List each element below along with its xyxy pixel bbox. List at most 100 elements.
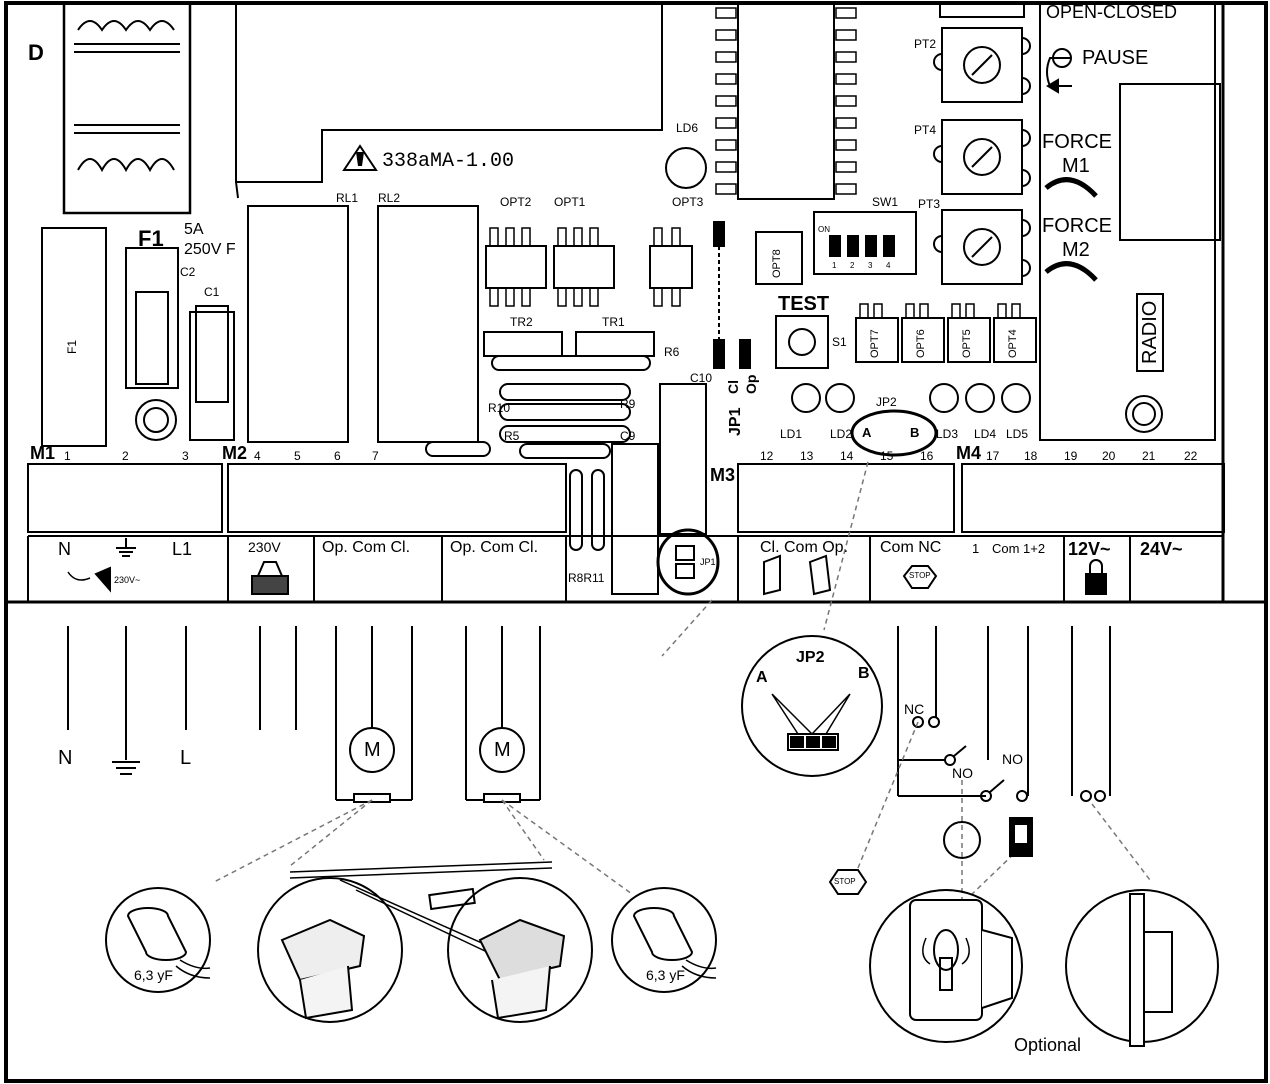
label-s1: S1: [832, 335, 847, 349]
label-pt4: PT4: [914, 123, 937, 137]
mode-force-m2-b: M2: [1062, 239, 1090, 261]
terminal-16: 16: [920, 449, 934, 463]
contact-no1: NO: [952, 765, 973, 781]
label-com12: Com 1+2: [992, 541, 1046, 556]
terminal-22: 22: [1184, 449, 1198, 463]
label-opt6: OPT6: [915, 329, 927, 358]
label-com-nc: Com NC: [880, 539, 942, 556]
label-opt3: OPT3: [672, 195, 704, 209]
radio-label: RADIO: [1136, 292, 1164, 372]
terminal-3: 3: [182, 449, 189, 463]
terminal-19: 19: [1064, 449, 1078, 463]
sw-num-3: 3: [868, 261, 873, 270]
label-c10: C10: [690, 371, 713, 385]
label-r8r11: R8R11: [568, 571, 605, 585]
panel-letter: D: [28, 40, 44, 65]
label-n: N: [58, 539, 71, 559]
label-stop-board: STOP: [909, 571, 931, 580]
label-ld6: LD6: [676, 121, 699, 135]
label-24v: 24V~: [1140, 539, 1183, 559]
capacitor-left: 6,3 yF: [134, 967, 173, 983]
mode-force-m1-a: FORCE: [1042, 131, 1112, 153]
terminal-21: 21: [1142, 449, 1156, 463]
contact-no2: NO: [1002, 751, 1023, 767]
terminal-13: 13: [800, 449, 814, 463]
label-tr2: TR2: [510, 315, 533, 329]
wire-n: N: [58, 747, 73, 769]
label-opt7: OPT7: [869, 329, 881, 358]
label-r6: R6: [664, 345, 680, 359]
label-one: 1: [972, 541, 980, 556]
label-c9: C9: [620, 429, 636, 443]
label-12v: 12V~: [1068, 539, 1111, 559]
label-jp2-a: A: [862, 425, 872, 440]
terminal-6: 6: [334, 449, 341, 463]
capacitor-right: 6,3 yF: [646, 967, 685, 983]
terminal-5: 5: [294, 449, 301, 463]
block-m4: M4: [956, 443, 982, 463]
label-230v-lamp: 230V: [248, 539, 281, 555]
terminal-7: 7: [372, 449, 379, 463]
label-cl: Cl: [725, 380, 741, 394]
label-op: Op: [743, 374, 759, 394]
block-m3: M3: [710, 465, 736, 485]
terminal-14: 14: [840, 449, 854, 463]
label-c1: C1: [204, 285, 220, 299]
label-opt2: OPT2: [500, 195, 532, 209]
label-sw-on: ON: [818, 225, 830, 234]
label-opt4: OPT4: [1007, 329, 1019, 358]
optional-label: Optional: [1014, 1035, 1082, 1055]
wire-l: L: [180, 747, 192, 769]
label-opt1: OPT1: [554, 195, 586, 209]
label-pt3: PT3: [918, 197, 941, 211]
label-opt5: OPT5: [961, 329, 973, 358]
label-motor2: Op. Com Cl.: [450, 539, 539, 556]
sw-num-4: 4: [886, 261, 891, 270]
sw-num-1: 1: [832, 261, 837, 270]
terminal-17: 17: [986, 449, 1000, 463]
terminal-12: 12: [760, 449, 774, 463]
terminal-2: 2: [122, 449, 129, 463]
label-230v-ac: 230V~: [114, 575, 141, 585]
label-jp1-small: JP1: [700, 557, 716, 567]
fuse-rating-b: 250V F: [184, 241, 236, 258]
label-ld5: LD5: [1006, 427, 1029, 441]
jp2-zoom-a: A: [756, 669, 768, 686]
label-ld2: LD2: [830, 427, 853, 441]
block-m1: M1: [30, 443, 56, 463]
label-pt2: PT2: [914, 37, 937, 51]
motor2-symbol: M: [494, 739, 511, 761]
label-jp1: JP1: [727, 407, 744, 436]
fuse-body: F1: [65, 339, 79, 354]
jp2-zoom-title: JP2: [796, 649, 825, 666]
terminal-4: 4: [254, 449, 261, 463]
motor1-symbol: M: [364, 739, 381, 761]
block-m2: M2: [222, 443, 248, 463]
mode-force-m2-a: FORCE: [1042, 215, 1112, 237]
mode-pause: PAUSE: [1082, 47, 1149, 69]
board-model: 338aMA-1.00: [382, 150, 515, 173]
terminal-20: 20: [1102, 449, 1116, 463]
label-r10: R10: [488, 401, 511, 415]
label-ld1: LD1: [780, 427, 803, 441]
label-c2: C2: [180, 265, 196, 279]
label-l1: L1: [172, 539, 193, 559]
label-jp2: JP2: [876, 395, 897, 409]
terminal-15: 15: [880, 449, 894, 463]
label-jp2-b: B: [910, 425, 920, 440]
label-motor1: Op. Com Cl.: [322, 539, 411, 556]
label-ld3: LD3: [936, 427, 959, 441]
stop-symbol: STOP: [834, 877, 856, 886]
terminal-1: 1: [64, 449, 71, 463]
sw-num-2: 2: [850, 261, 855, 270]
fuse-rating-a: 5A: [184, 221, 204, 238]
mode-force-m1-b: M1: [1062, 155, 1090, 177]
fuse-label: F1: [138, 226, 164, 251]
label-r5: R5: [504, 429, 520, 443]
label-test: TEST: [778, 293, 830, 315]
label-ld4: LD4: [974, 427, 997, 441]
label-tr1: TR1: [602, 315, 625, 329]
label-opt8: OPT8: [771, 249, 783, 278]
